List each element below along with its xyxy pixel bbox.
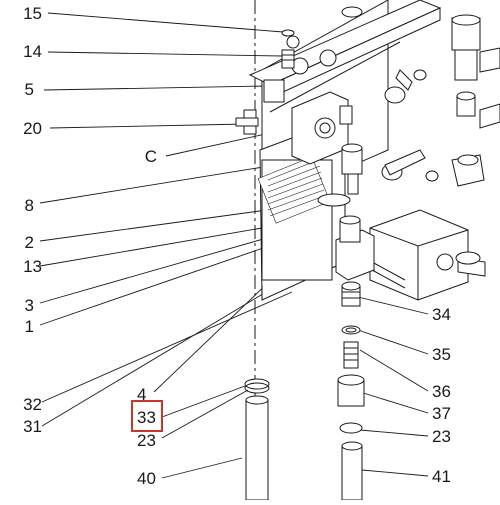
callout-13: 13 bbox=[23, 257, 42, 276]
callout-2: 2 bbox=[24, 233, 34, 252]
callout-3: 3 bbox=[24, 296, 34, 315]
regulator-block bbox=[369, 209, 486, 301]
callout-23-right: 23 bbox=[432, 427, 451, 446]
lower-stack bbox=[337, 281, 365, 501]
callout-36: 36 bbox=[432, 382, 451, 401]
callout-32: 32 bbox=[23, 395, 42, 414]
highlight-box-33 bbox=[131, 400, 163, 432]
callout-5: 5 bbox=[24, 80, 34, 99]
callout-37: 37 bbox=[432, 404, 451, 423]
callout-15: 15 bbox=[23, 4, 42, 23]
manifold-bar bbox=[248, 0, 442, 99]
callout-8: 8 bbox=[24, 196, 34, 215]
callout-1: 1 bbox=[24, 317, 34, 336]
valve-block bbox=[291, 91, 353, 165]
callout-34: 34 bbox=[432, 305, 451, 324]
callout-41: 41 bbox=[432, 467, 451, 486]
callout-C: C bbox=[144, 147, 157, 166]
callout-14: 14 bbox=[23, 42, 42, 61]
top-fittings bbox=[235, 6, 427, 135]
callout-35: 35 bbox=[432, 345, 451, 364]
callout-33: 33 bbox=[137, 408, 156, 427]
tee-fitting bbox=[335, 215, 375, 281]
right-valve bbox=[451, 14, 500, 187]
callout-20: 20 bbox=[23, 119, 42, 138]
callout-23-left: 23 bbox=[137, 431, 156, 450]
callout-4: 4 bbox=[137, 385, 147, 404]
callout-40: 40 bbox=[137, 469, 156, 488]
callout-31: 31 bbox=[23, 417, 42, 436]
lower-left-tube bbox=[244, 378, 270, 501]
mid-fittings bbox=[317, 143, 439, 207]
